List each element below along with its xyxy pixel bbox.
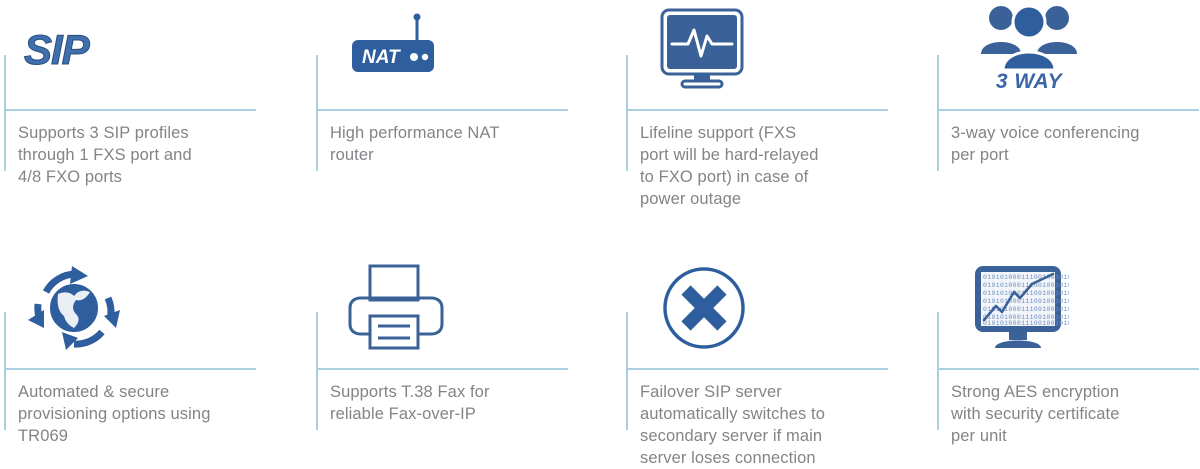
divider-horizontal (4, 368, 256, 370)
feature-caption: Supports T.38 Fax for reliable Fax-over-… (330, 383, 490, 423)
divider-vertical (937, 55, 939, 171)
feature-caption: Automated & secure provisioning options … (18, 383, 211, 445)
divider-horizontal (316, 368, 568, 370)
divider-vertical (626, 312, 628, 430)
divider-vertical (4, 312, 6, 430)
monitor-pulse-icon (640, 2, 820, 102)
sip-logo-text: SIP (24, 26, 91, 73)
divider-vertical (937, 312, 939, 430)
divider-horizontal (626, 368, 888, 370)
circle-x-icon (640, 257, 820, 359)
feature-caption: Supports 3 SIP profiles through 1 FXS po… (18, 124, 192, 186)
svg-text:010101000111001001010: 010101000111001001010 (983, 306, 1069, 313)
feature-cell-auto-provisioning: Automated & secure provisioning options … (0, 235, 300, 469)
feature-cell-failover-sip-server: Failover SIP server automatically switch… (622, 235, 922, 469)
feature-caption: 3-way voice conferencing per port (951, 124, 1140, 164)
divider-horizontal (937, 368, 1199, 370)
divider-vertical (4, 55, 6, 171)
feature-cell-three-way-conferencing: 3 WAY 3-way voice conferencing per port (933, 0, 1200, 234)
divider-vertical (316, 55, 318, 171)
three-people-glyph (981, 4, 1077, 72)
divider-horizontal (626, 109, 888, 111)
feature-cell-sip-profiles: SIP Supports 3 SIP profiles through 1 FX… (0, 0, 300, 234)
printer-fax-icon (330, 257, 510, 359)
nat-router-icon: NAT (330, 2, 510, 102)
divider-vertical (316, 312, 318, 430)
divider-horizontal (937, 109, 1199, 111)
monitor-binary-chart-glyph: 010101000111001001010 010101000111001001… (975, 266, 1069, 348)
feature-caption: Failover SIP server automatically switch… (640, 383, 825, 467)
divider-horizontal (316, 109, 568, 111)
svg-text:010101000111001001010: 010101000111001001010 (983, 314, 1069, 321)
svg-text:010101000111001001010: 010101000111001001010 (983, 282, 1069, 289)
sip-logo-icon: SIP (18, 2, 198, 102)
feature-caption: High performance NAT router (330, 124, 500, 164)
feature-cell-nat-router: NAT High performance NAT router (312, 0, 612, 234)
svg-text:010101000111001001010: 010101000111001001010 (983, 290, 1069, 297)
monitor-pulse-glyph (660, 8, 744, 89)
svg-text:010101000111001001010: 010101000111001001010 (983, 298, 1069, 305)
svg-text:NAT: NAT (362, 47, 401, 68)
monitor-binary-chart-icon: 010101000111001001010 010101000111001001… (951, 257, 1131, 359)
three-way-label: 3 WAY (995, 70, 1063, 93)
svg-text:010101000111001001010: 010101000111001001010 (983, 274, 1069, 281)
printer-fax-glyph (348, 264, 444, 350)
three-people-icon: 3 WAY (951, 2, 1131, 102)
circle-x-glyph (663, 267, 745, 349)
feature-caption: Strong AES encryption with security cert… (951, 383, 1120, 445)
globe-sync-glyph (28, 266, 120, 350)
feature-cell-aes-encryption: 010101000111001001010 010101000111001001… (933, 235, 1200, 469)
divider-horizontal (4, 109, 256, 111)
svg-text:010101000111001001010: 010101000111001001010 (983, 320, 1069, 327)
divider-vertical (626, 55, 628, 171)
feature-cell-lifeline-support: Lifeline support (FXS port will be hard-… (622, 0, 922, 234)
globe-sync-icon (18, 257, 198, 359)
nat-router-glyph: NAT (352, 13, 434, 72)
feature-cell-t38-fax: Supports T.38 Fax for reliable Fax-over-… (312, 235, 612, 469)
feature-caption: Lifeline support (FXS port will be hard-… (640, 124, 819, 208)
